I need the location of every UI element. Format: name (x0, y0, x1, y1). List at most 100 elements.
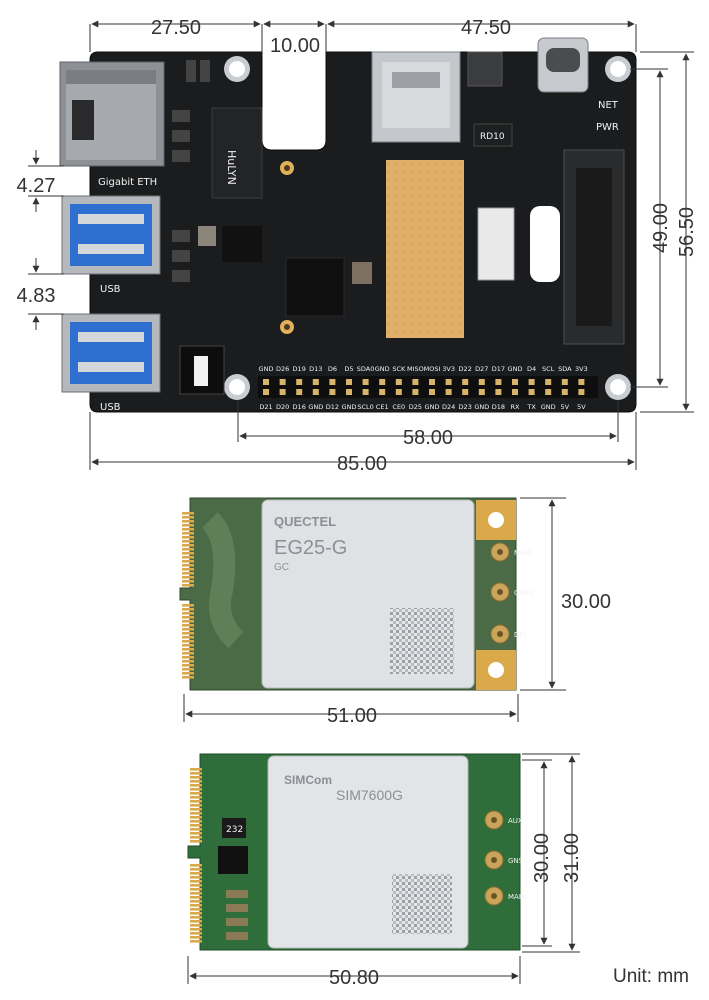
edge-finger (190, 864, 202, 867)
edge-finger (190, 884, 202, 887)
edge-finger (182, 636, 194, 639)
thermal-pad (386, 160, 464, 338)
gpio-label-bottom: D20 (276, 403, 289, 411)
edge-finger (190, 792, 202, 795)
edge-finger (182, 660, 194, 663)
edge-finger (182, 528, 194, 531)
gpio-pin (263, 389, 269, 395)
gpio-pin (445, 379, 452, 385)
gpio-label-top: D17 (492, 365, 505, 373)
edge-finger (190, 888, 202, 891)
edge-finger (182, 584, 194, 587)
edge-finger (182, 536, 194, 539)
pwr-led-label: PWR (596, 122, 619, 133)
gpio-pin (346, 389, 352, 395)
mount-hole-tl (224, 56, 250, 82)
edge-finger (190, 808, 202, 811)
edge-finger (182, 544, 194, 547)
antenna-label: GNSS (514, 589, 534, 597)
edge-finger (190, 768, 202, 771)
ic-chip-left (222, 226, 262, 262)
gpio-label-bottom: GND (425, 403, 440, 411)
gpio-pin (296, 379, 303, 385)
gpio-label-bottom: CE0 (392, 403, 405, 411)
edge-finger (190, 896, 202, 899)
gpio-pin (528, 389, 535, 395)
edge-finger (182, 576, 194, 579)
edge-finger (190, 908, 202, 911)
usb-port-upper (61, 195, 161, 275)
hub-brand-text: HuLYN (225, 150, 238, 185)
gpio-pin (312, 379, 319, 385)
gpio-label-bottom: 5V (577, 403, 586, 411)
dim-eg25-height: 30.00 (561, 591, 611, 613)
edge-finger (182, 564, 194, 567)
gpio-label-top: D13 (309, 365, 322, 373)
sim-card-slot (371, 51, 461, 143)
gpio-label-bottom: 5V (561, 403, 570, 411)
edge-finger (190, 816, 202, 819)
antenna-label: MAIN (508, 893, 526, 901)
edge-finger (182, 560, 194, 563)
gpio-pin (578, 389, 585, 395)
gpio-label-bottom: GND (342, 403, 357, 411)
gpio-pin (545, 379, 552, 385)
edge-finger (182, 524, 194, 527)
edge-finger (182, 668, 194, 671)
edge-finger (182, 656, 194, 659)
usb-c-port (537, 37, 589, 93)
dim-usb-gap-lower: 4.83 (17, 285, 56, 307)
gpio-label-top: MOSI (424, 365, 441, 373)
gpio-pin (312, 389, 319, 395)
gpio-label-top: GND (375, 365, 390, 373)
usb-label-lower: USB (100, 402, 121, 413)
dip-switch (179, 345, 225, 395)
edge-finger (190, 812, 202, 815)
dim-board-width: 85.00 (337, 453, 387, 475)
edge-finger (182, 608, 194, 611)
gpio-header (258, 376, 598, 398)
fpc-connector (477, 207, 515, 281)
edge-finger (190, 872, 202, 875)
edge-finger (182, 516, 194, 519)
edge-finger (190, 772, 202, 775)
edge-finger (190, 804, 202, 807)
edge-finger (182, 620, 194, 623)
antenna-label: AUX (508, 817, 523, 825)
edge-finger (190, 928, 202, 931)
edge-finger (190, 840, 202, 843)
ethernet-port (59, 61, 165, 167)
edge-finger (190, 780, 202, 783)
edge-finger (182, 616, 194, 619)
rd10-chip-label: RD10 (480, 132, 505, 142)
edge-finger (182, 648, 194, 651)
sim7600-model: SIM7600G (336, 787, 403, 803)
inductor (467, 51, 503, 87)
gpio-pin (429, 379, 435, 385)
board-cutout (530, 206, 560, 282)
dim-top-right-width: 47.50 (461, 17, 511, 39)
gpio-pin (412, 389, 419, 395)
gpio-pin (263, 379, 269, 385)
gpio-label-bottom: CE1 (376, 403, 389, 411)
gpio-pin (412, 379, 419, 385)
gpio-label-bottom: GND (541, 403, 556, 411)
gpio-pin (528, 379, 535, 385)
gpio-pin (346, 379, 352, 385)
gpio-label-bottom: D16 (293, 403, 306, 411)
edge-finger (190, 820, 202, 823)
edge-finger (190, 932, 202, 935)
edge-finger (182, 624, 194, 627)
gpio-label-top: D19 (293, 365, 306, 373)
oscillator (352, 262, 372, 284)
main-controller-chip (285, 257, 345, 317)
gpio-pin (296, 389, 303, 395)
edge-finger (182, 580, 194, 583)
gpio-pin (429, 389, 435, 395)
